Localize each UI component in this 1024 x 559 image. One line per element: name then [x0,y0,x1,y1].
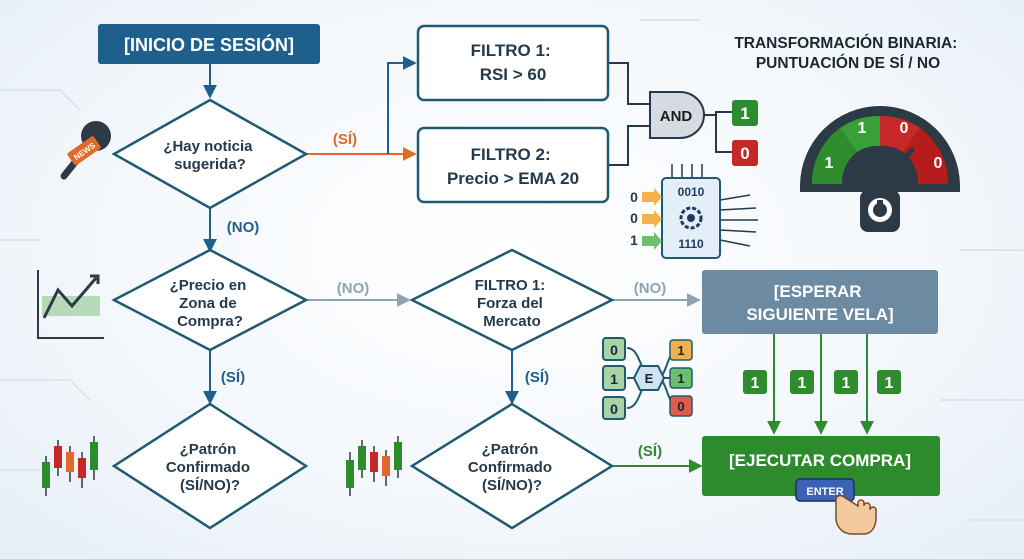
pattern-right-line3: (SÍ/NO)? [482,477,542,494]
chip-input-3: 1 [630,232,638,248]
pattern-left-line1: ¿Patrón [180,441,237,458]
background-circuit-lines [0,19,1024,521]
svg-text:¿Patrón Confirmado: ¿Patrón Confirmado (SÍ/NO)? [166,441,254,494]
mux-center: E [645,371,654,386]
gauge-digit-4: 0 [934,155,943,172]
and-output-1: 1 [732,100,758,126]
filter1-rsi-title: FILTRO 1: [471,41,551,60]
wait-line1: [ESPERAR [774,282,862,301]
binary-title: TRANSFORMACIÓN BINARIA: PUNTUACIÓN DE SÍ… [734,34,961,72]
label-price-no: (NO) [337,280,370,297]
start-label: [INICIO DE SESIÓN] [124,34,294,55]
svg-text:¿Precio en Zona de: ¿Precio en Zona de Compra? [170,277,251,330]
mux-input-1: 0 [610,342,618,358]
label-news-si: (SÍ) [333,131,357,148]
filter2-ema-rule: Precio > EMA 20 [447,169,579,188]
decision-news-line1: ¿Hay noticia [163,138,253,155]
decision-filter-line1: FILTRO 1: [475,277,546,294]
svg-text:¿Hay noticia sugerida?: ¿Hay noticia sugerida? [163,138,256,173]
chip-row-3: 1110 [678,237,704,251]
wait-box: [ESPERAR SIGUIENTE VELA] [702,270,938,334]
candlestick-icon-left [42,436,98,496]
gauge-icon: 1 1 0 0 [800,106,960,232]
wait-output-3: 1 [834,370,858,394]
and-output-0-digit: 0 [740,144,749,163]
svg-text:FILTRO 1: RSI > 60: FILTRO 1: RSI > 60 [471,41,556,84]
wait-output-3-digit: 1 [842,375,851,392]
binary-title-line1: TRANSFORMACIÓN BINARIA: [734,34,957,52]
chip-input-1: 0 [630,189,638,205]
start-node: [INICIO DE SESIÓN] [98,24,320,64]
mux-output-2: 1 [677,371,684,386]
gauge-digit-3: 0 [900,120,909,137]
wire-filter2-and [608,125,650,166]
pattern-right-line1: ¿Patrón [482,441,539,458]
svg-text:FILTRO 2: Precio > EMA 2: FILTRO 2: Precio > EMA 20 [447,145,579,188]
pattern-left-line3: (SÍ/NO)? [180,477,240,494]
mux-output-3: 0 [677,399,684,414]
svg-text:[ESPERAR SIGUIENTE VELA]: [ESPERAR SIGUIENTE VELA] [746,282,893,324]
execute-box: [EJECUTAR COMPRA] [702,436,940,496]
decision-price-line1: ¿Precio en [170,277,247,294]
gauge-digit-2: 1 [858,120,867,137]
execute-label: [EJECUTAR COMPRA] [729,451,911,470]
wait-output-2-digit: 1 [798,375,807,392]
svg-text:FILTRO 1: Forza del: FILTRO 1: Forza del Mercato [475,277,550,330]
decision-price-line3: Compra? [177,313,243,330]
decision-filter-line3: Mercato [483,313,541,330]
candlestick-icon-right [346,436,402,496]
chip-input-2: 0 [630,210,638,226]
wait-line2: SIGUIENTE VELA] [746,305,893,324]
arrow-branch-filter1 [387,56,417,154]
mux-output-1: 1 [677,343,684,358]
filter1-rsi-box: FILTRO 1: RSI > 60 [416,24,610,102]
mux-input-3: 0 [610,401,618,417]
gauge-digit-1: 1 [825,155,834,172]
and-output-1-digit: 1 [740,104,749,123]
wait-output-4: 1 [877,370,901,394]
decision-filter-market: FILTRO 1: Forza del Mercato [409,248,615,352]
filter1-rsi-rule: RSI > 60 [480,65,547,84]
label-filter-no: (NO) [634,280,667,297]
binary-title-line2: PUNTUACIÓN DE SÍ / NO [756,54,940,72]
wire-filter1-and [608,62,650,105]
wait-output-1-digit: 1 [751,375,760,392]
svg-text:¿Patrón Confirmado: ¿Patrón Confirmado (SÍ/NO)? [468,441,556,494]
decision-price-line2: Zona de [179,295,237,312]
enter-key-label: ENTER [806,486,843,498]
decision-news: ¿Hay noticia sugerida? [111,98,309,210]
multiplexer-icon: 0 1 0 E 1 1 0 [602,337,693,420]
svg-text:0010: 0010 [678,185,705,199]
wait-output-1: 1 [743,370,767,394]
and-gate: AND [649,91,705,139]
svg-text:1110: 1110 [678,237,704,251]
and-output-0: 0 [732,140,758,166]
microphone-news-icon: NEWS [60,121,111,180]
label-news-no: (NO) [227,219,260,236]
chip-row-1: 0010 [678,185,705,199]
pattern-left-line2: Confirmado [166,459,250,476]
decision-price: ¿Precio en Zona de Compra? [111,248,309,352]
enter-key-icon: ENTER [795,478,877,535]
filter2-ema-title: FILTRO 2: [471,145,551,164]
decision-pattern-left: ¿Patrón Confirmado (SÍ/NO)? [111,402,309,530]
trend-chart-icon [37,270,104,339]
label-pattern-si: (SÍ) [638,443,662,460]
decision-pattern-right: ¿Patrón Confirmado (SÍ/NO)? [409,402,615,530]
wait-output-2: 1 [790,370,814,394]
processor-chip-icon: 0010 1110 0 0 1 [630,164,758,259]
connectors [203,56,874,473]
label-filter-si: (SÍ) [525,369,549,386]
mux-input-2: 1 [610,371,618,387]
wait-output-4-digit: 1 [885,375,894,392]
wire-and-out0 [715,115,732,153]
wire-and-out1 [704,111,732,116]
decision-news-line2: sugerida? [174,156,246,173]
filter2-ema-box: FILTRO 2: Precio > EMA 20 [416,126,610,204]
and-gate-label: AND [660,108,693,125]
label-price-si: (SÍ) [221,369,245,386]
pattern-right-line2: Confirmado [468,459,552,476]
decision-filter-line2: Forza del [477,295,543,312]
